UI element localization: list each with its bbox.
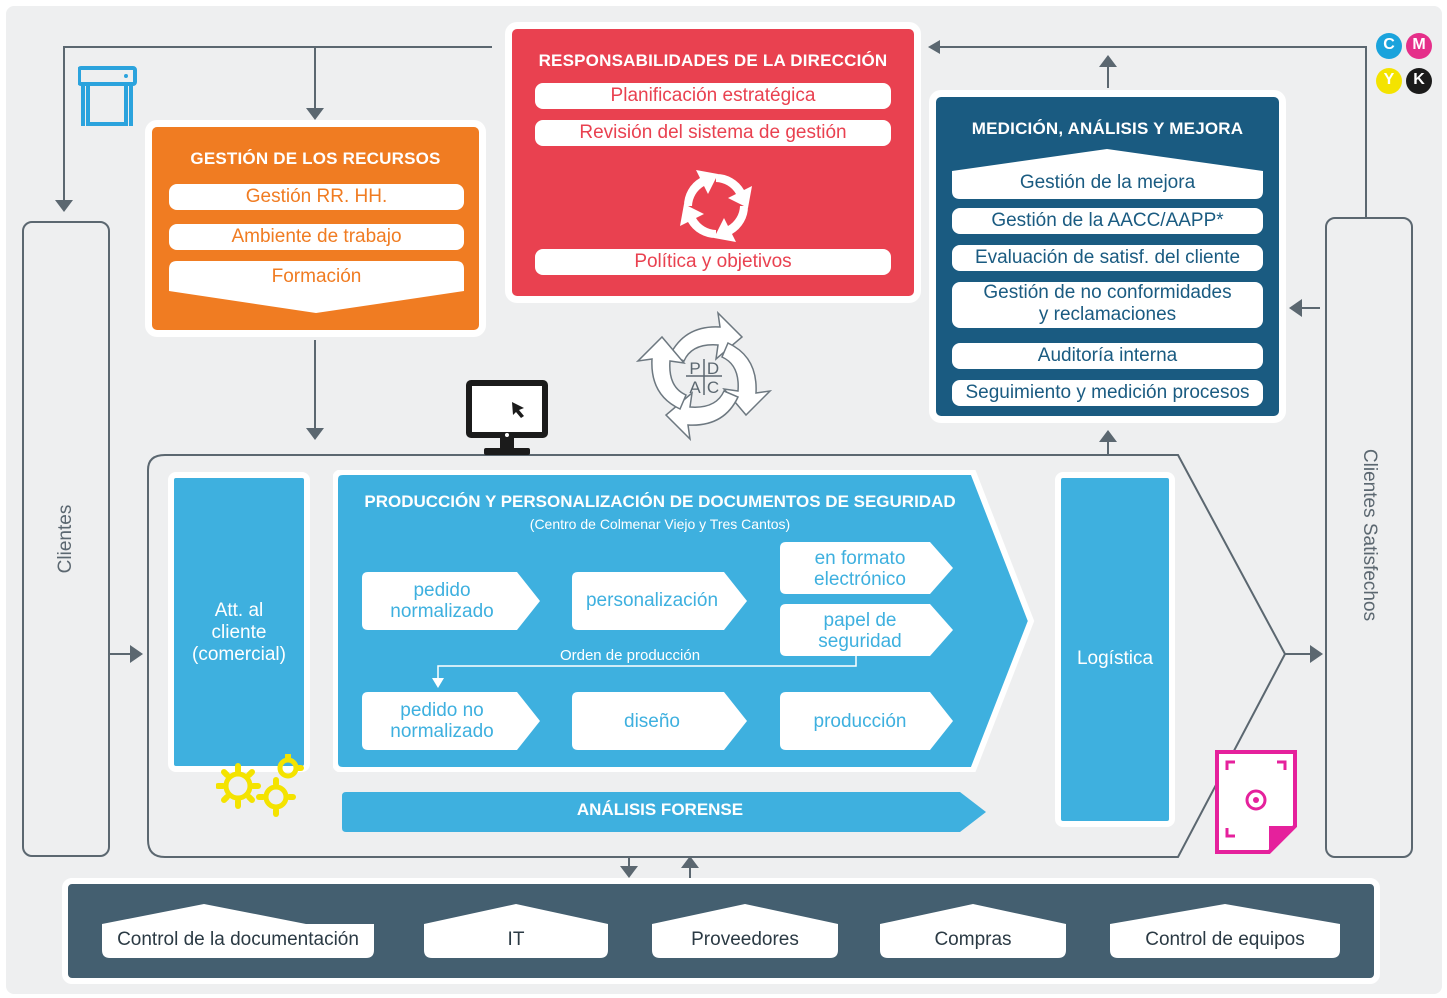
produccion-subtitle: (Centro de Colmenar Viejo y Tres Cantos) <box>529 516 791 532</box>
analisis-forense-shape <box>342 792 986 832</box>
shape-diseno <box>572 692 747 750</box>
soporte-shapes <box>102 904 1340 958</box>
medicion-title: MEDICIÓN, ANÁLISIS Y MEJORA <box>971 119 1244 138</box>
shape-papel-seguridad <box>780 604 953 656</box>
step-pedido-normalizado: pedido normalizado <box>362 580 522 622</box>
soporte-item-compras: Compras <box>934 929 1012 950</box>
cmyk-badges: C M Y K <box>1373 30 1443 100</box>
recursos-panel: GESTIÓN DE LOS RECURSOS Gestión RR. HH. … <box>145 120 486 337</box>
recursos-item-rrhh: Gestión RR. HH. <box>169 184 464 210</box>
att-cliente-line3: (comercial) <box>192 644 286 665</box>
logistica-box: Logística <box>1055 472 1175 827</box>
clientes-satisfechos-label: Clientes Satisfechos <box>1359 448 1380 622</box>
direccion-item-planificacion: Planificación estratégica <box>535 83 891 109</box>
shape-personalizacion <box>572 572 747 630</box>
cmyk-drops-icon <box>1376 33 1432 94</box>
cmyk-y: Y <box>1383 71 1395 88</box>
medicion-item-no-conformidades: Gestión de no conformidades y reclamacio… <box>952 282 1263 328</box>
printer-icon <box>78 66 137 126</box>
medicion-arrow-shape <box>952 149 1263 199</box>
cmyk-c: C <box>1383 36 1395 53</box>
step-produccion: producción <box>813 711 907 732</box>
step-pedido-normalizado-line2: normalizado <box>390 601 494 622</box>
recursos-title: GESTIÓN DE LOS RECURSOS <box>190 149 441 168</box>
produccion-steps-shapes <box>362 542 953 750</box>
gears-icon <box>216 754 304 817</box>
clientes-label: Clientes <box>55 504 76 574</box>
soporte-item-proveedores: Proveedores <box>691 929 799 950</box>
medicion-panel: MEDICIÓN, ANÁLISIS Y MEJORA Gestión de l… <box>929 90 1286 423</box>
medicion-item-auditoria: Auditoría interna <box>952 343 1263 369</box>
soporte-item-documentacion: Control de la documentación <box>117 929 359 950</box>
orden-produccion-label: Orden de producción <box>559 647 701 664</box>
cmyk-k: K <box>1413 71 1425 88</box>
pdca-cycle-icon <box>635 310 773 442</box>
direccion-title: RESPONSABILIDADES DE LA DIRECCIÓN <box>538 51 888 70</box>
cycle-arrows-icon <box>680 170 752 242</box>
shape-produccion <box>780 692 953 750</box>
medicion-item-seguimiento: Seguimiento y medición procesos <box>952 380 1263 406</box>
shape-pedido-normalizado <box>362 572 540 630</box>
step-papel-seguridad-line1: papel de <box>823 610 897 631</box>
step-formato-electronico: en formato electrónico <box>780 548 940 590</box>
soporte-item-control-equipos: Control de equipos <box>1145 929 1305 950</box>
medicion-item-no-conformidades-line1: Gestión de no conformidades <box>983 282 1232 303</box>
shape-pedido-no-normalizado <box>362 692 540 750</box>
pdca-p: P <box>689 359 701 378</box>
step-papel-seguridad: papel de seguridad <box>780 610 940 652</box>
step-pedido-normalizado-line1: pedido <box>413 580 471 601</box>
pdca-cycle: P D A C <box>630 305 778 447</box>
direccion-panel: RESPONSABILIDADES DE LA DIRECCIÓN Planif… <box>505 22 921 303</box>
shape-formato-electronico <box>780 542 953 594</box>
step-pedido-no-normalizado: pedido no normalizado <box>362 700 522 742</box>
step-pedido-no-normalizado-line1: pedido no <box>400 700 484 721</box>
step-personalizacion: personalización <box>585 590 719 611</box>
step-diseno: diseño <box>624 711 680 732</box>
soporte-item-it: IT <box>507 929 525 950</box>
medicion-item-satisfaccion: Evaluación de satisf. del cliente <box>952 245 1263 271</box>
document-scan-icon <box>1215 750 1297 854</box>
step-formato-electronico-line1: en formato <box>814 548 906 569</box>
medicion-item-mejora: Gestión de la mejora <box>1019 172 1196 193</box>
step-pedido-no-normalizado-line2: normalizado <box>390 721 494 742</box>
monitor-icon <box>466 380 548 455</box>
cmyk-m: M <box>1412 36 1426 53</box>
step-papel-seguridad-line2: seguridad <box>818 631 902 652</box>
pdca-a: A <box>689 378 701 397</box>
clientes-satisfechos-box <box>1325 217 1413 858</box>
analisis-forense-label: ANÁLISIS FORENSE <box>576 800 744 819</box>
recursos-chevron-shape <box>169 261 464 313</box>
pdca-c: C <box>706 378 720 397</box>
att-cliente-line2: cliente <box>211 622 267 643</box>
produccion-title: PRODUCCIÓN Y PERSONALIZACIÓN DE DOCUMENT… <box>364 492 956 511</box>
medicion-item-aacc: Gestión de la AACC/AAPP* <box>952 208 1263 234</box>
pdca-d: D <box>706 359 720 378</box>
step-formato-electronico-line2: electrónico <box>814 569 906 590</box>
direccion-item-revision: Revisión del sistema de gestión <box>535 120 891 146</box>
direccion-item-politica: Política y objetivos <box>535 249 891 275</box>
recursos-item-formacion: Formación <box>271 266 362 287</box>
att-cliente-line1: Att. al <box>214 600 264 621</box>
medicion-item-no-conformidades-line2: y reclamaciones <box>1038 304 1177 325</box>
clientes-box <box>22 221 110 857</box>
att-cliente-box: Att. al cliente (comercial) <box>168 472 310 772</box>
recursos-item-ambiente: Ambiente de trabajo <box>169 224 464 250</box>
